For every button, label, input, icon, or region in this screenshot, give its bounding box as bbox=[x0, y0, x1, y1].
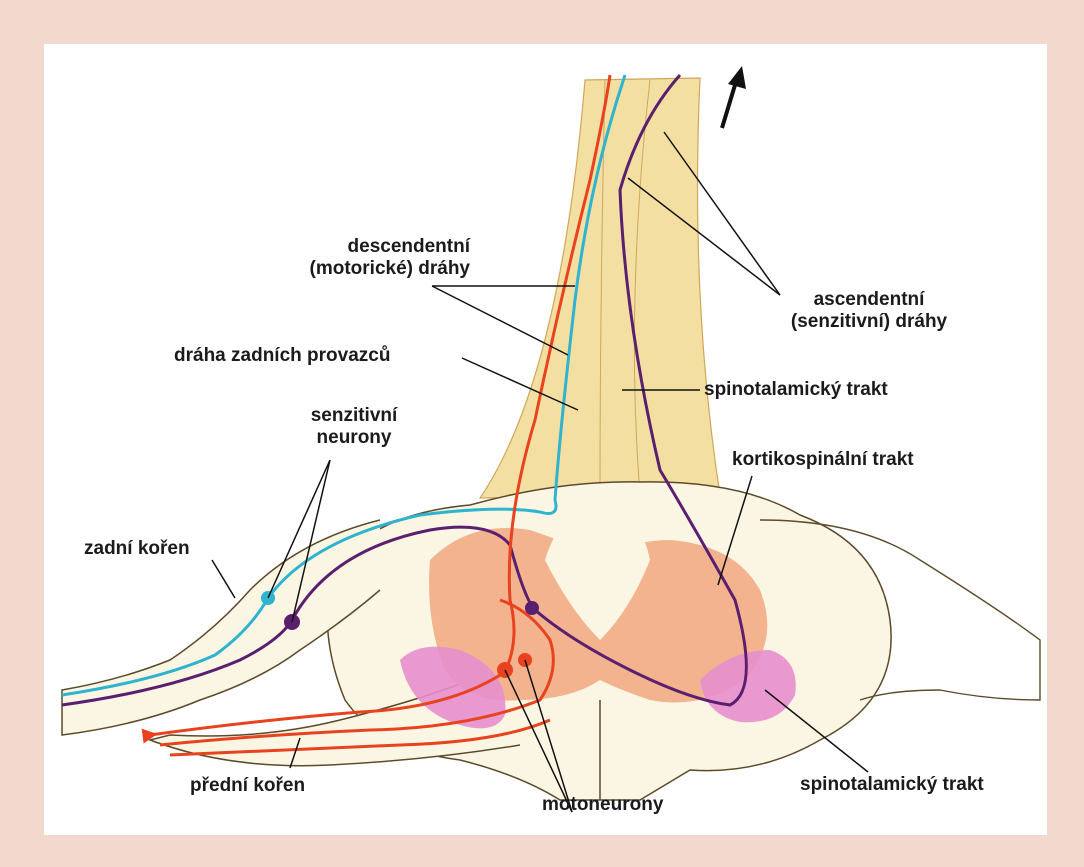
label-spinothalamic-lower: spinotalamický trakt bbox=[800, 774, 984, 796]
label-sensory-neurons: senzitivní neurony bbox=[304, 405, 404, 449]
interneuron-dot bbox=[525, 601, 539, 615]
upward-arrow-head bbox=[728, 66, 746, 89]
label-motoneurons: motoneurony bbox=[542, 794, 663, 816]
label-ventral-root: přední kořen bbox=[190, 775, 305, 797]
label-dorsal-root: zadní kořen bbox=[84, 538, 190, 560]
label-dorsal-columns: dráha zadních provazců bbox=[174, 345, 390, 367]
spinal-cord-diagram bbox=[44, 44, 1047, 835]
label-spinothalamic-upper: spinotalamický trakt bbox=[704, 379, 888, 401]
diagram-panel: descendentní (motorické) dráhy dráha zad… bbox=[44, 44, 1047, 835]
leader-dorsal-root bbox=[212, 560, 235, 598]
label-descending: descendentní (motorické) dráhy bbox=[214, 236, 470, 280]
label-ascending: ascendentní (senzitivní) dráhy bbox=[764, 289, 974, 333]
leader-descending-b bbox=[432, 286, 568, 355]
label-corticospinal: kortikospinální trakt bbox=[732, 449, 914, 471]
